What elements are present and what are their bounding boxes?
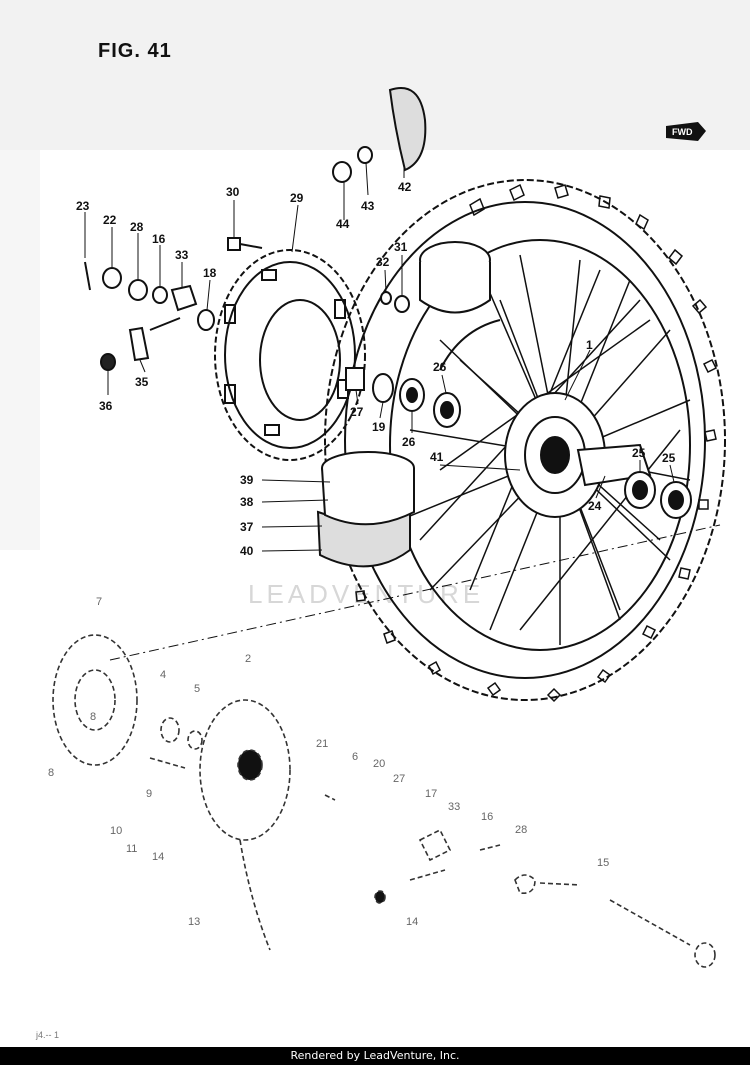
leader-lines — [84, 162, 675, 552]
callout-33-lower: 33 — [448, 801, 460, 813]
rear-tire — [324, 179, 726, 703]
sprocket-hub-parts — [332, 146, 461, 428]
callout-18: 18 — [203, 266, 217, 280]
callout-20: 20 — [373, 758, 385, 770]
callout-8-outer: 8 — [48, 767, 54, 779]
callout-2: 2 — [245, 653, 251, 665]
callout-26-upper: 26 — [433, 360, 447, 374]
callout-1: 1 — [586, 338, 593, 352]
callout-38: 38 — [240, 495, 254, 509]
callout-16: 16 — [152, 232, 166, 246]
callout-32: 32 — [376, 255, 390, 269]
figure-title: FIG. 41 — [98, 40, 172, 62]
callout-11: 11 — [126, 843, 137, 855]
callout-24: 24 — [588, 499, 602, 513]
callout-21: 21 — [316, 738, 328, 750]
callout-27: 27 — [350, 405, 364, 419]
callout-41: 41 — [430, 450, 444, 464]
callout-7: 7 — [96, 596, 102, 608]
sprocket-bolt — [227, 237, 263, 251]
chain-adjuster-parts — [84, 261, 215, 371]
callout-30: 30 — [226, 185, 240, 199]
callout-43: 43 — [361, 199, 375, 213]
wheel-hub — [504, 392, 692, 519]
callout-25-left: 25 — [632, 446, 646, 460]
callout-19: 19 — [372, 420, 386, 434]
callout-27-lower: 27 — [393, 773, 405, 785]
page-code: j4.-- 1 — [36, 1030, 60, 1040]
callout-6: 6 — [352, 751, 358, 763]
callout-39: 39 — [240, 473, 254, 487]
callout-40: 40 — [240, 544, 254, 558]
callout-36: 36 — [99, 399, 113, 413]
callout-labels: 23 22 28 16 33 18 35 36 30 29 44 43 42 3… — [48, 180, 676, 928]
callout-16-lower: 16 — [481, 811, 493, 823]
callout-13: 13 — [188, 916, 200, 928]
callout-37: 37 — [240, 520, 254, 534]
callout-4: 4 — [160, 669, 166, 681]
fwd-label: FWD — [672, 127, 693, 137]
callout-23: 23 — [76, 199, 90, 213]
callout-10: 10 — [110, 825, 122, 837]
footer-credit: Rendered by LeadVenture, Inc. — [0, 1047, 750, 1065]
callout-31: 31 — [394, 240, 408, 254]
scan-noise-band — [0, 0, 750, 150]
callout-28: 28 — [130, 220, 144, 234]
callout-35: 35 — [135, 375, 149, 389]
callout-26-lower: 26 — [402, 435, 416, 449]
callout-28-lower: 28 — [515, 824, 527, 836]
callout-14-left: 14 — [152, 851, 164, 863]
fwd-direction-badge: FWD — [666, 122, 706, 141]
callout-29: 29 — [290, 191, 304, 205]
callout-25-right: 25 — [662, 451, 676, 465]
callout-44: 44 — [336, 217, 350, 231]
rim-band — [439, 319, 501, 371]
axis-lines — [109, 524, 721, 661]
callout-42: 42 — [398, 180, 412, 194]
sprocket-guard — [388, 87, 427, 172]
tire-section-cutout — [419, 241, 491, 314]
brake-drum-assembly — [316, 451, 415, 568]
callout-33: 33 — [175, 248, 189, 262]
callout-8-inner: 8 — [90, 711, 96, 723]
callout-15: 15 — [597, 857, 609, 869]
callout-5: 5 — [194, 683, 200, 695]
callout-14-right: 14 — [406, 916, 418, 928]
brake-panel-assembly — [52, 634, 716, 968]
scan-noise-band-left — [0, 150, 40, 550]
watermark-text: LEADVENTURE — [248, 579, 484, 609]
rear-sprocket — [214, 249, 366, 461]
callout-22: 22 — [103, 213, 117, 227]
callout-17: 17 — [425, 788, 437, 800]
callout-9: 9 — [146, 788, 152, 800]
